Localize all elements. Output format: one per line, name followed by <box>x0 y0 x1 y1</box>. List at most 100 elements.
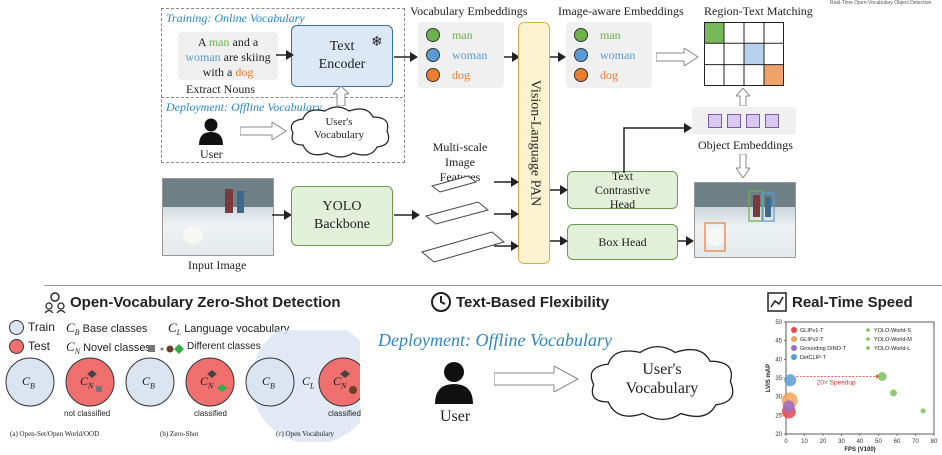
legend-cb-sub: B <box>74 328 80 338</box>
text-head-label: Text Contrastive Head <box>594 169 651 211</box>
legend-marker <box>866 337 870 341</box>
emb-noun: woman <box>452 47 488 62</box>
pan-label: Vision-Language PAN <box>527 79 543 207</box>
x-tick-label: 70 <box>912 439 919 445</box>
caption-panel: A man and a woman are skiing with a dog <box>178 32 278 80</box>
legend-test-label: Test <box>28 339 51 353</box>
user-label-large: User <box>440 408 471 425</box>
multiscale-planes <box>420 175 506 263</box>
venn-cn-sub: N <box>208 381 214 391</box>
object-emb-square <box>727 114 741 128</box>
venn-cn-symbol: C <box>333 374 342 388</box>
input-image-label: Input Image <box>188 258 247 272</box>
y-tick-label: 35 <box>775 376 782 382</box>
emb-noun: man <box>452 27 473 42</box>
legend-train-circle <box>9 320 24 335</box>
emb-dot <box>426 28 440 42</box>
x-tick-label: 80 <box>931 439 938 445</box>
arrow-objemb-to-grid <box>736 88 750 106</box>
x-tick-label: 10 <box>801 439 808 445</box>
x-tick-label: 20 <box>820 439 827 445</box>
arrows-features-to-pan <box>494 177 519 251</box>
box-head: Box Head <box>567 224 678 260</box>
y-tick-label: 40 <box>775 357 782 363</box>
legend-cb-text: Base classes <box>82 323 148 335</box>
deployment-label-top: Deployment: Offline Vocabulary <box>166 100 322 114</box>
clock-icon <box>430 291 452 318</box>
legend-cl-text: Language vocabulary <box>184 323 290 335</box>
venn-cl-sub: L <box>310 381 315 391</box>
cloud-shape <box>290 106 390 158</box>
venn-cn-symbol: C <box>80 374 89 388</box>
venn-cn-sub: N <box>341 381 347 391</box>
data-point-yolo-world-m <box>889 389 897 397</box>
caption-man: man <box>208 35 230 49</box>
sec2-title: Text-Based Flexibility <box>456 294 610 311</box>
venn-cb-symbol: C <box>142 374 151 388</box>
x-tick-label: 40 <box>857 439 864 445</box>
input-image <box>162 178 274 256</box>
legend-label: Grounding DINO-T <box>800 346 847 352</box>
multiscale-label: Multi-scale Image Features <box>432 140 488 184</box>
user-vocab-label: User's Vocabulary <box>314 116 364 141</box>
sec1-title: Open-Vocabulary Zero-Shot Detection <box>70 294 341 311</box>
emb-noun: dog <box>452 67 470 82</box>
arrow-caption-to-encoder <box>276 50 294 60</box>
arrow-boxhead-to-output <box>678 236 694 246</box>
legend-test-circle <box>9 339 24 354</box>
vocab-emb-list: man woman dog <box>426 25 487 85</box>
speed-icon <box>766 291 788 318</box>
legend-cn-text: Novel classes <box>83 342 151 354</box>
venn-cn-symbol: C <box>200 374 209 388</box>
emb-dot <box>574 68 588 82</box>
arrows-pan-to-heads <box>550 185 568 245</box>
y-tick-label: 20 <box>775 432 782 438</box>
venn-cb-symbol: C <box>262 374 271 388</box>
training-divider <box>161 97 403 98</box>
object-emb-square <box>708 114 722 128</box>
object-emb-label: Object Embeddings <box>698 138 793 152</box>
extract-nouns-label: Extract Nouns <box>186 82 255 96</box>
user-label: User <box>200 147 223 161</box>
legend-cb-symbol: C <box>66 320 75 335</box>
venn-cl-c: CL <box>302 374 314 390</box>
cloud-shape-large <box>590 345 734 421</box>
caption-woman: woman <box>185 50 221 64</box>
venn-caption-a: (a) Open-Set/Open World/OOD <box>10 430 100 438</box>
legend-train-label: Train <box>28 320 55 334</box>
caption-text: and a <box>229 35 259 49</box>
image-emb-list: man woman dog <box>574 25 635 85</box>
training-label: Training: Online Vocabulary <box>166 11 305 25</box>
arrow-user-to-vocab <box>240 122 287 140</box>
emb-noun: woman <box>600 47 636 62</box>
y-tick-label: 25 <box>775 413 782 419</box>
venn-caption-b: (b) Zero-Shot <box>160 430 199 438</box>
arrow-user-to-vocab-large <box>494 366 580 392</box>
user-icon-large <box>434 360 474 404</box>
legend-marker <box>791 327 797 333</box>
legend-cn-symbol: C <box>66 339 75 354</box>
caption-text: A <box>197 35 209 49</box>
arrow-emb-to-grid <box>656 48 699 66</box>
y-axis-label: LVIS mAP <box>766 364 772 392</box>
arrow-pan-to-image-emb <box>550 52 566 62</box>
venn-not-classified: not classified <box>64 409 111 418</box>
venn-cn-sub: N <box>88 381 94 391</box>
caption-dog: dog <box>235 65 254 79</box>
data-point-grounding-dino-t <box>782 400 795 413</box>
legend-cl-sub: L <box>176 328 182 338</box>
yolo-backbone-box: YOLO Backbone <box>291 186 393 246</box>
text-encoder-label: Text Encoder <box>318 39 366 72</box>
arrow-vocab-to-pan <box>504 52 520 62</box>
speedup-label: 20× Speedup <box>817 380 856 387</box>
emb-dot <box>574 48 588 62</box>
legend-marker <box>866 328 870 332</box>
legend-cb: CB Base classes <box>66 320 147 337</box>
legend-cl-symbol: C <box>168 320 177 335</box>
object-emb-square <box>746 114 760 128</box>
snowflake-icon: ❄ <box>371 33 383 49</box>
arrow-encoder-to-vocab <box>394 52 418 62</box>
venn-cb-sub: B <box>150 381 155 391</box>
section-divider <box>44 285 942 286</box>
data-point-detclip-t <box>784 374 797 387</box>
